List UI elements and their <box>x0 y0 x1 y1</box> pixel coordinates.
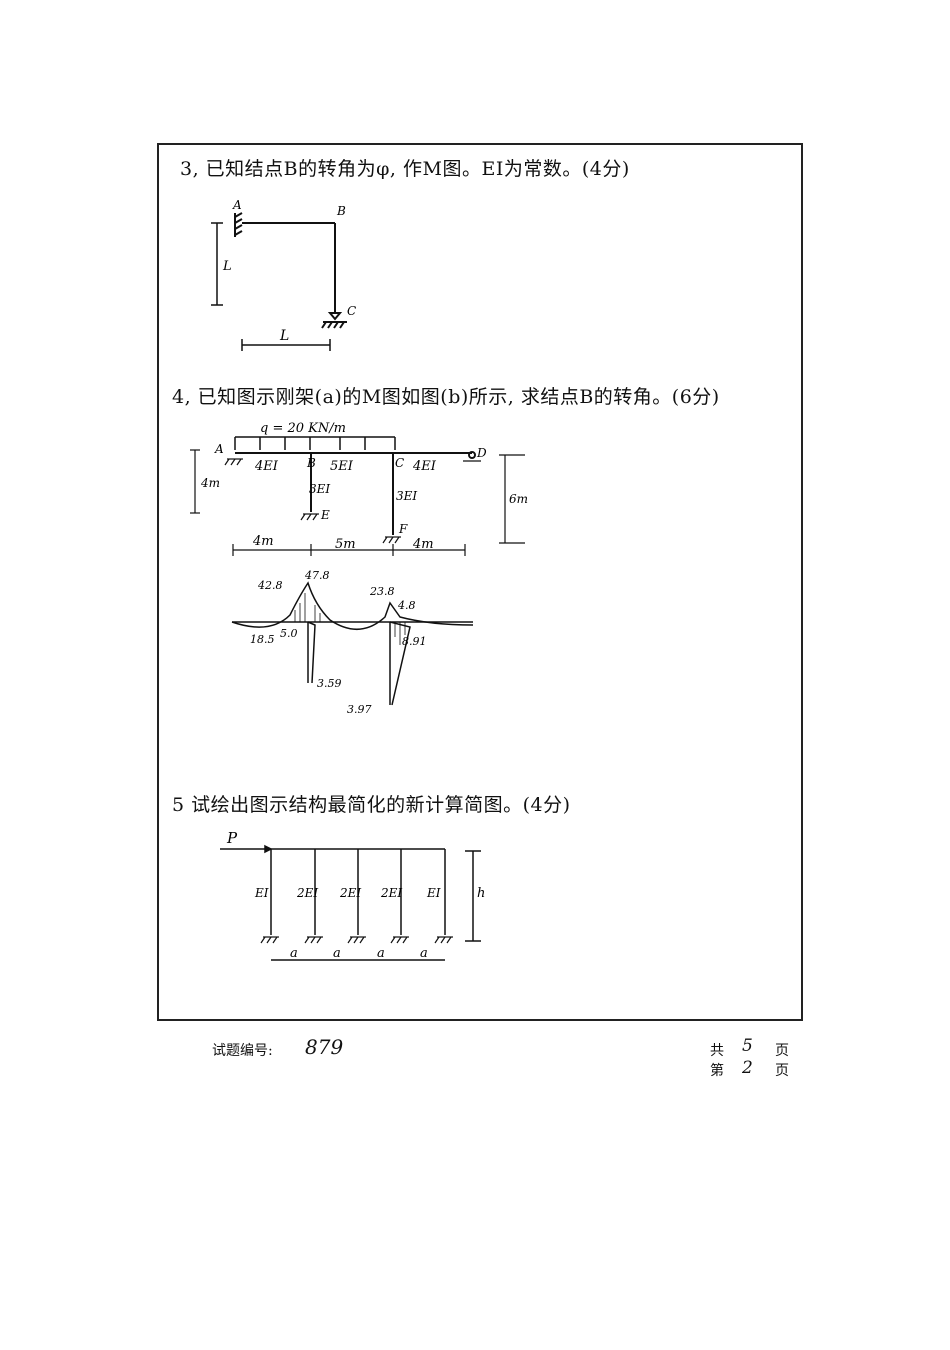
question-3-figure: A B C L L <box>211 198 356 351</box>
span-a-4: a <box>420 946 428 961</box>
node-f: F <box>398 522 408 536</box>
column-stiffness-4: 2EI <box>380 886 402 900</box>
question-3-text: 3, 已知结点B的转角为φ, 作M图。EI为常数。(4分) <box>180 158 630 180</box>
node-d: D <box>476 446 487 460</box>
moment-4-8: 4.8 <box>397 599 416 612</box>
exam-code-label: 试题编号: <box>212 1043 273 1059</box>
distributed-load <box>234 436 396 450</box>
span-a-3: a <box>377 946 385 961</box>
dim-span-1: 4m <box>252 534 274 549</box>
moment-42-8: 42.8 <box>257 579 283 592</box>
label-l-horizontal: L <box>279 328 289 344</box>
question-5-text: 5 试绘出图示结构最简化的新计算简图。(4分) <box>172 794 571 816</box>
dim-span-2: 5m <box>335 537 356 552</box>
roller-support-c <box>327 312 343 321</box>
current-page-unit: 页 <box>775 1063 789 1079</box>
load-label: q = 20 KN/m <box>260 421 346 436</box>
moment-5-0: 5.0 <box>280 627 298 640</box>
node-a: A <box>214 442 224 456</box>
height-h: h <box>477 886 485 901</box>
exam-sheet-frame <box>157 143 803 1021</box>
stiffness-be: 3EI <box>309 482 330 496</box>
hinge-d <box>468 451 476 459</box>
moment-curve-be <box>307 621 316 684</box>
moment-47-8: 47.8 <box>304 569 330 582</box>
stiffness-cf: 3EI <box>396 489 417 503</box>
label-l-vertical: L <box>222 259 232 274</box>
moment-curve-cf <box>389 621 411 706</box>
node-e: E <box>320 508 330 522</box>
dim-span-3: 4m <box>412 537 434 552</box>
exam-code-value: 879 <box>305 1035 344 1059</box>
dim-right-height: 6m <box>509 492 528 506</box>
label-c: C <box>347 304 356 318</box>
current-page-label: 第 <box>710 1063 724 1079</box>
label-b: B <box>336 204 346 218</box>
dim-left-height: 4m <box>200 476 220 490</box>
moment-8-91: 8.91 <box>402 635 427 648</box>
span-a-1: a <box>290 946 298 961</box>
node-b: B <box>306 456 316 470</box>
moment-18-5: 18.5 <box>250 633 275 646</box>
column-stiffness-1: EI <box>254 886 269 900</box>
moment-3-59: 3.59 <box>317 677 342 690</box>
question-4-text: 4, 已知图示刚架(a)的M图如图(b)所示, 求结点B的转角。(6分) <box>172 386 720 408</box>
column-stiffness-2: 2EI <box>296 886 318 900</box>
stiffness-cd: 4EI <box>412 459 437 474</box>
total-pages-value: 5 <box>742 1036 753 1056</box>
label-a: A <box>232 198 242 212</box>
column-stiffness-5: EI <box>426 886 441 900</box>
load-p: P <box>226 829 238 847</box>
question-4-moment-diagram: 42.8 47.8 23.8 4.8 18.5 5.0 8.91 3.59 3.… <box>231 569 474 716</box>
current-page-value: 2 <box>742 1058 753 1078</box>
total-pages-label: 共 <box>710 1043 724 1059</box>
span-a-2: a <box>333 946 341 961</box>
node-c: C <box>395 456 404 470</box>
stiffness-bc: 5EI <box>330 459 354 474</box>
moment-23-8: 23.8 <box>369 585 395 598</box>
question-5-figure: P EI 2EI 2EI 2EI EI h a a a a <box>220 829 485 961</box>
stiffness-ab: 4EI <box>254 459 279 474</box>
moment-curve-beam <box>231 581 474 631</box>
question-4-frame-figure: q = 20 KN/m A B C D E F 4EI 5EI 4EI 3EI … <box>190 421 528 556</box>
total-pages-unit: 页 <box>775 1043 789 1059</box>
column-stiffness-3: 2EI <box>339 886 361 900</box>
moment-3-97: 3.97 <box>347 703 372 716</box>
